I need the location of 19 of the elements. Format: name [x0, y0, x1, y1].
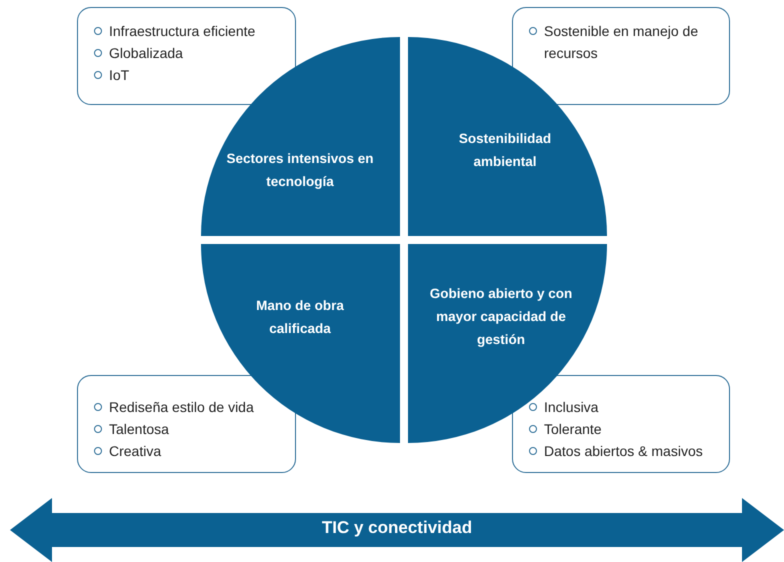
list-item: IoT [109, 66, 130, 85]
quadrant-label: Mano de obra calificada [255, 297, 345, 338]
quadrant-label: Sectores intensivos en tecnología [225, 150, 375, 191]
list-item: Globalizada [109, 44, 183, 63]
info-card [77, 7, 296, 105]
quadrant-label: Gobieno abierto y con mayor capacidad de gestión [428, 285, 574, 349]
info-card [512, 375, 730, 473]
list-item: Infraestructura eficiente [109, 22, 256, 41]
list-item: Tolerante [544, 420, 602, 439]
info-card [512, 7, 730, 105]
list-item: Sostenible en manejo de recursos [544, 22, 700, 63]
list-item: Inclusiva [544, 398, 598, 417]
list-item: Creativa [109, 442, 162, 461]
list-item: Rediseña estilo de vida [109, 398, 254, 417]
list-item: Datos abiertos & masivos [544, 442, 703, 461]
info-card [77, 375, 296, 473]
band-label: TIC y conectividad [320, 518, 474, 538]
list-item: Talentosa [109, 420, 169, 439]
quadrant-label: Sostenibilidad ambiental [458, 130, 552, 171]
